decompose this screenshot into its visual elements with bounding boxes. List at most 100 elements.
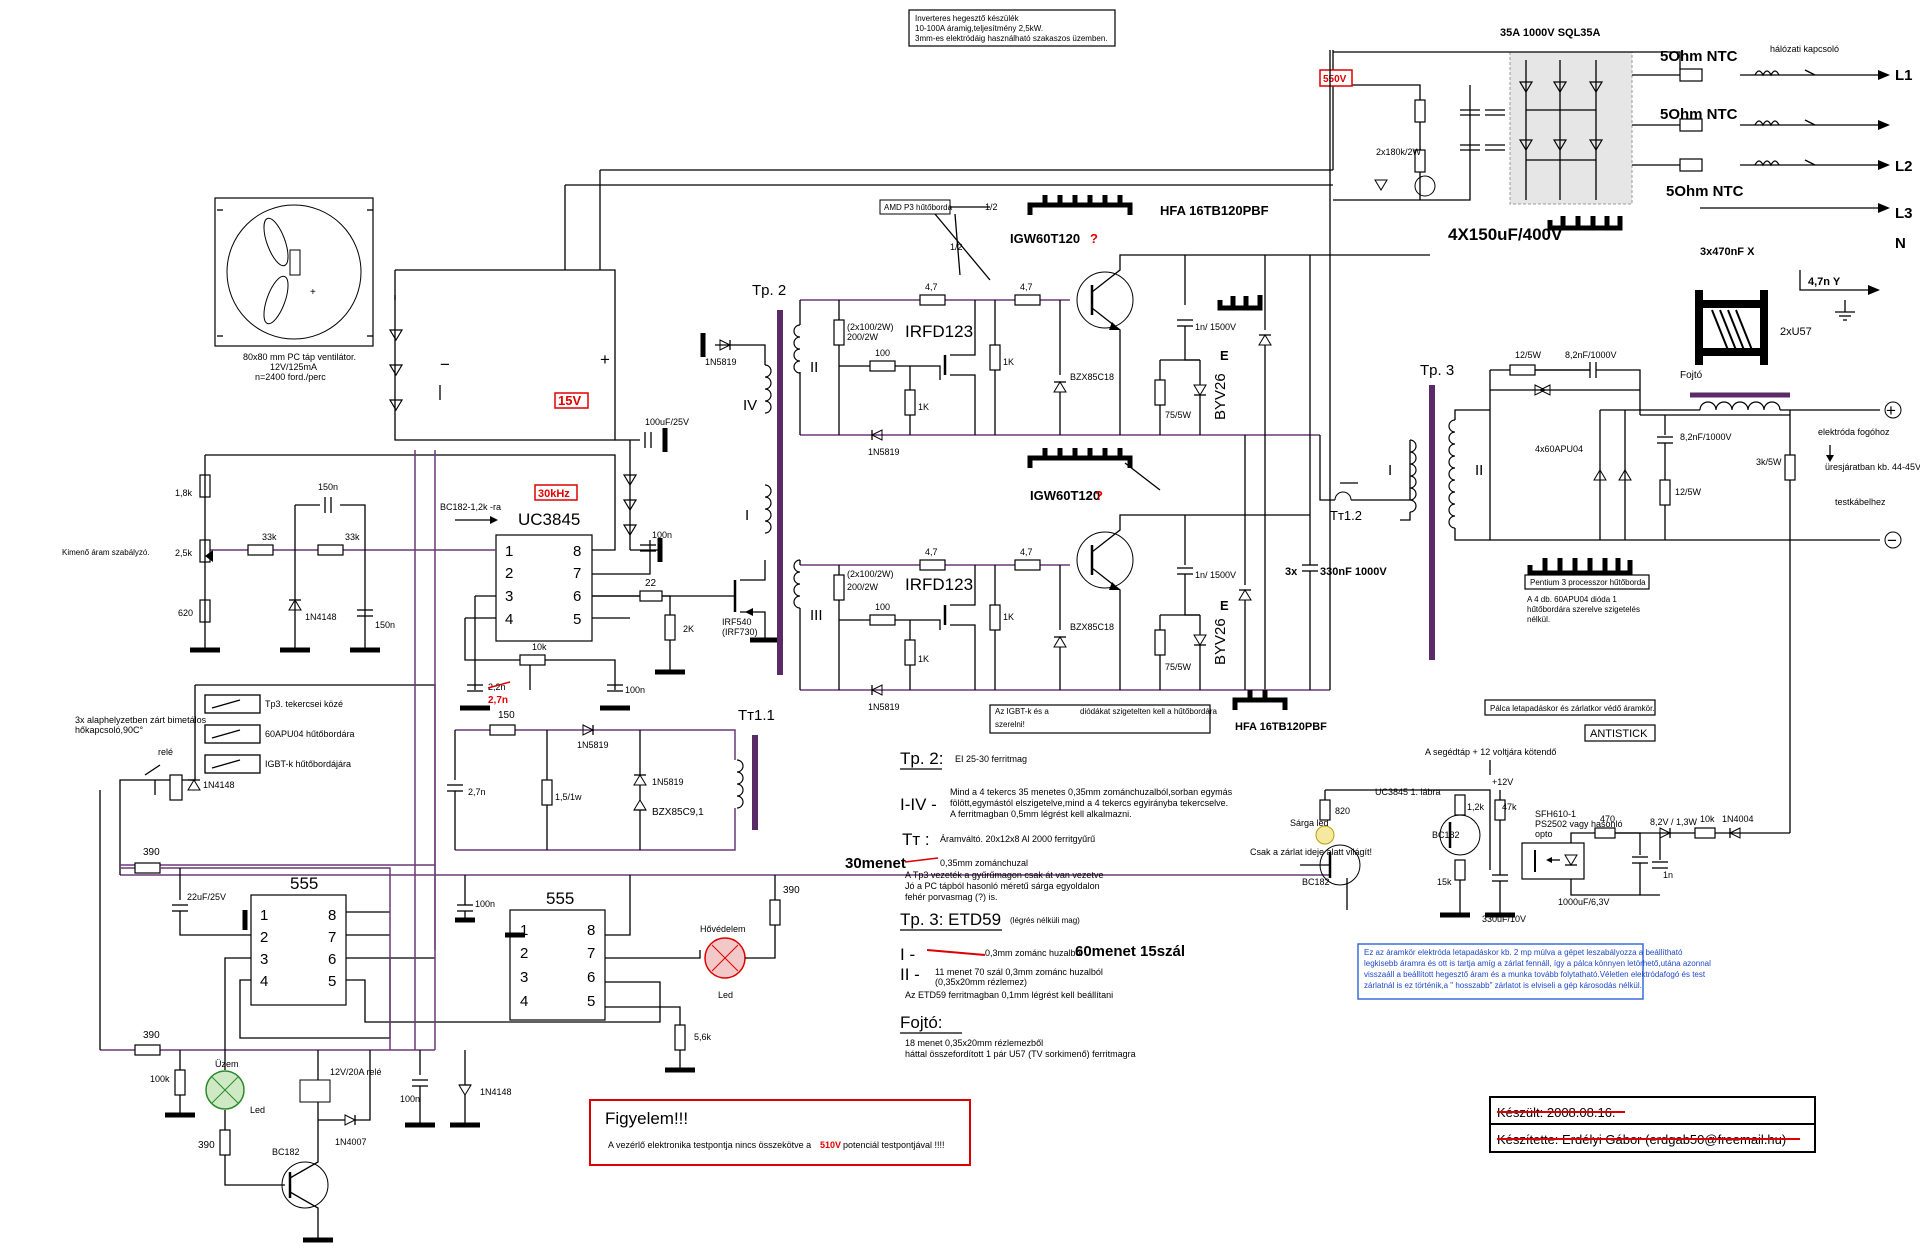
driver-section: Tp. 2 IV I II III (2x100/2W) 200/2W 4,7 … [743,50,1430,734]
tp2-winding-iii: III [810,607,823,624]
rectifier-bridge [1509,51,1633,205]
fan-label-1: 80x80 mm PC táp ventilátor. [243,352,356,362]
c100uf-label: 100uF/25V [645,417,689,427]
irfd-label-bot: IRFD123 [905,575,973,594]
timer1-label: 555 [290,874,318,893]
svg-text:8: 8 [587,922,595,939]
r820-label: 820 [1335,806,1350,816]
uc3845-pins-left: 1 2 3 4 [505,543,513,628]
tp2-label: Tp. 2 [752,282,786,299]
r47k-label: 47k [1502,802,1517,812]
tp2-winding-ii: II [810,359,818,376]
warning-text-pre: A vezérlő elektronika testpontja nincs ö… [608,1140,811,1150]
terminal-l1: L1 [1878,67,1913,84]
antistick-title: ANTISTICK [1590,728,1648,740]
bc182-label: BC182-1,2k -ra [440,502,501,512]
timer2-ic [509,909,606,1021]
hfa2-label: HFA 16TB120PBF [1235,721,1327,733]
igbt-top-icon [1076,271,1134,329]
output-note-1: A 4 db. 60APU04 dióda 1 [1527,595,1617,604]
igbt-note-1: Az IGBT-k és a [995,707,1049,716]
bc182-label: BC182 [272,1147,300,1157]
fan-frame [214,197,374,347]
r12-label: 12/5W [1515,350,1542,360]
tp3-label: Tp. 3 [1420,362,1454,379]
ii-line2: (0,35x20mm rézlemez) [935,977,1027,987]
r1k-label-top: 1K [918,402,929,412]
r56-label: 5,6k [694,1032,712,1042]
minus-terminal-icon [1884,531,1902,549]
mosfet-label-1: IRF540 [722,617,752,627]
uc3845-ic [495,534,593,642]
protect-led-title: Hővédelem [700,924,746,934]
c1n-label: 1n [1663,870,1673,880]
thermal-switch-1: Tp3. tekercsei közé [265,699,343,709]
irfd-label-top: IRFD123 [905,322,973,341]
relay-label: 12V/20A relé [330,1067,382,1077]
header-note-line2: 10-100A áramig,teljesítmény 2,5kW. [915,24,1043,33]
r470-label: 470 [1600,814,1615,824]
c150a-label: 150n [318,482,338,492]
warning-title: Figyelem!!! [605,1109,688,1128]
caps-label: 4X150uF/400V [1448,225,1563,244]
c330-label: 330uF/10V [1482,914,1526,924]
r2k-label: 2K [683,624,694,634]
zener82-label: 8,2V / 1,3W [1650,817,1698,827]
r100-label-top: 100 [875,348,890,358]
bleeder-label: 2x180k/2W [1376,147,1422,157]
thermal-switch-2: 60APU04 hűtőbordára [265,729,355,739]
d1n4148-label: 1N4148 [305,612,337,622]
r47b-label: 4,7 [1020,282,1033,292]
svg-text:+: + [310,287,316,298]
antistick-section: Pálca letapadáskor és zárlatkor védő ára… [1250,540,1791,1000]
i-line1: 0,3mm zománc huzalból [985,948,1083,958]
e-label-top: E [1220,348,1229,363]
sfh-label-3: opto [1535,829,1553,839]
r1k2-label-bot: 1K [1003,612,1014,622]
ii-title: II - [900,965,920,984]
r100k-label: 100k [150,1074,170,1084]
v550-box [1319,69,1353,87]
header-note-line3: 3mm-es elektródáig használható szakaszos… [915,34,1108,43]
output-note-3: nélkül. [1527,615,1550,624]
fojto-label: Fojtó [1680,370,1703,381]
tt-title: Tт : [902,830,930,849]
sfh-label-2: PS2502 vagy hasonló [1535,819,1623,829]
svg-text:3: 3 [260,951,268,968]
r1k2-label-top: 1K [1003,357,1014,367]
antistick-info-1: Ez az áramkör elektróda letapadáskor kb.… [1364,948,1683,957]
optocoupler-box [1521,842,1585,880]
tp3-gap: (légrés nélküli mag) [1010,916,1080,925]
tt11-r-label: 1,5/1w [555,792,582,802]
antistick-info-box [1357,943,1644,1000]
svg-text:7: 7 [573,565,581,582]
diodes-label: 4x60APU04 [1535,444,1583,454]
pentium-label: Pentium 3 processzor hűtőborda [1530,578,1646,587]
amd-label: AMD P3 hűtőborda [884,203,953,212]
elec-label: elektróda fogóhoz [1818,427,1890,437]
tt-line1: 0,35mm zománchuzal [940,858,1028,868]
sfh-label-1: SFH610-1 [1535,809,1576,819]
r25k-label: 2,5k [175,548,193,558]
v550-label: 550V [1323,74,1347,85]
terminal-l3: L3 [1878,160,1913,222]
tt-line3: Jó a PC tápból hasonló méretű sárga egyo… [905,881,1100,891]
half-label-2: 1/2 [950,242,963,252]
c22u-label: 22uF/25V [187,892,226,902]
e-label-bot: E [1220,598,1229,613]
svg-text:3: 3 [505,588,513,605]
d5819-label-bot: 1N5819 [868,702,900,712]
c330-label: 330nF 1000V [1320,566,1387,578]
i-iv-line2: fölött,egymástól elszigetelve,mind a 4 t… [950,798,1228,808]
bc182-transistor-icon [281,1161,329,1209]
r75-label-bot: 75/5W [1165,662,1192,672]
d4004-label: 1N4004 [1722,814,1754,824]
svg-text:3: 3 [520,969,528,986]
choke-label: 2xU57 [1780,326,1812,338]
igbt2-question: ? [1095,488,1103,503]
svg-text:2: 2 [505,565,513,582]
svg-text:6: 6 [573,588,581,605]
c22n-label: 2,2n [488,682,506,692]
supply-plus: + [600,350,610,369]
